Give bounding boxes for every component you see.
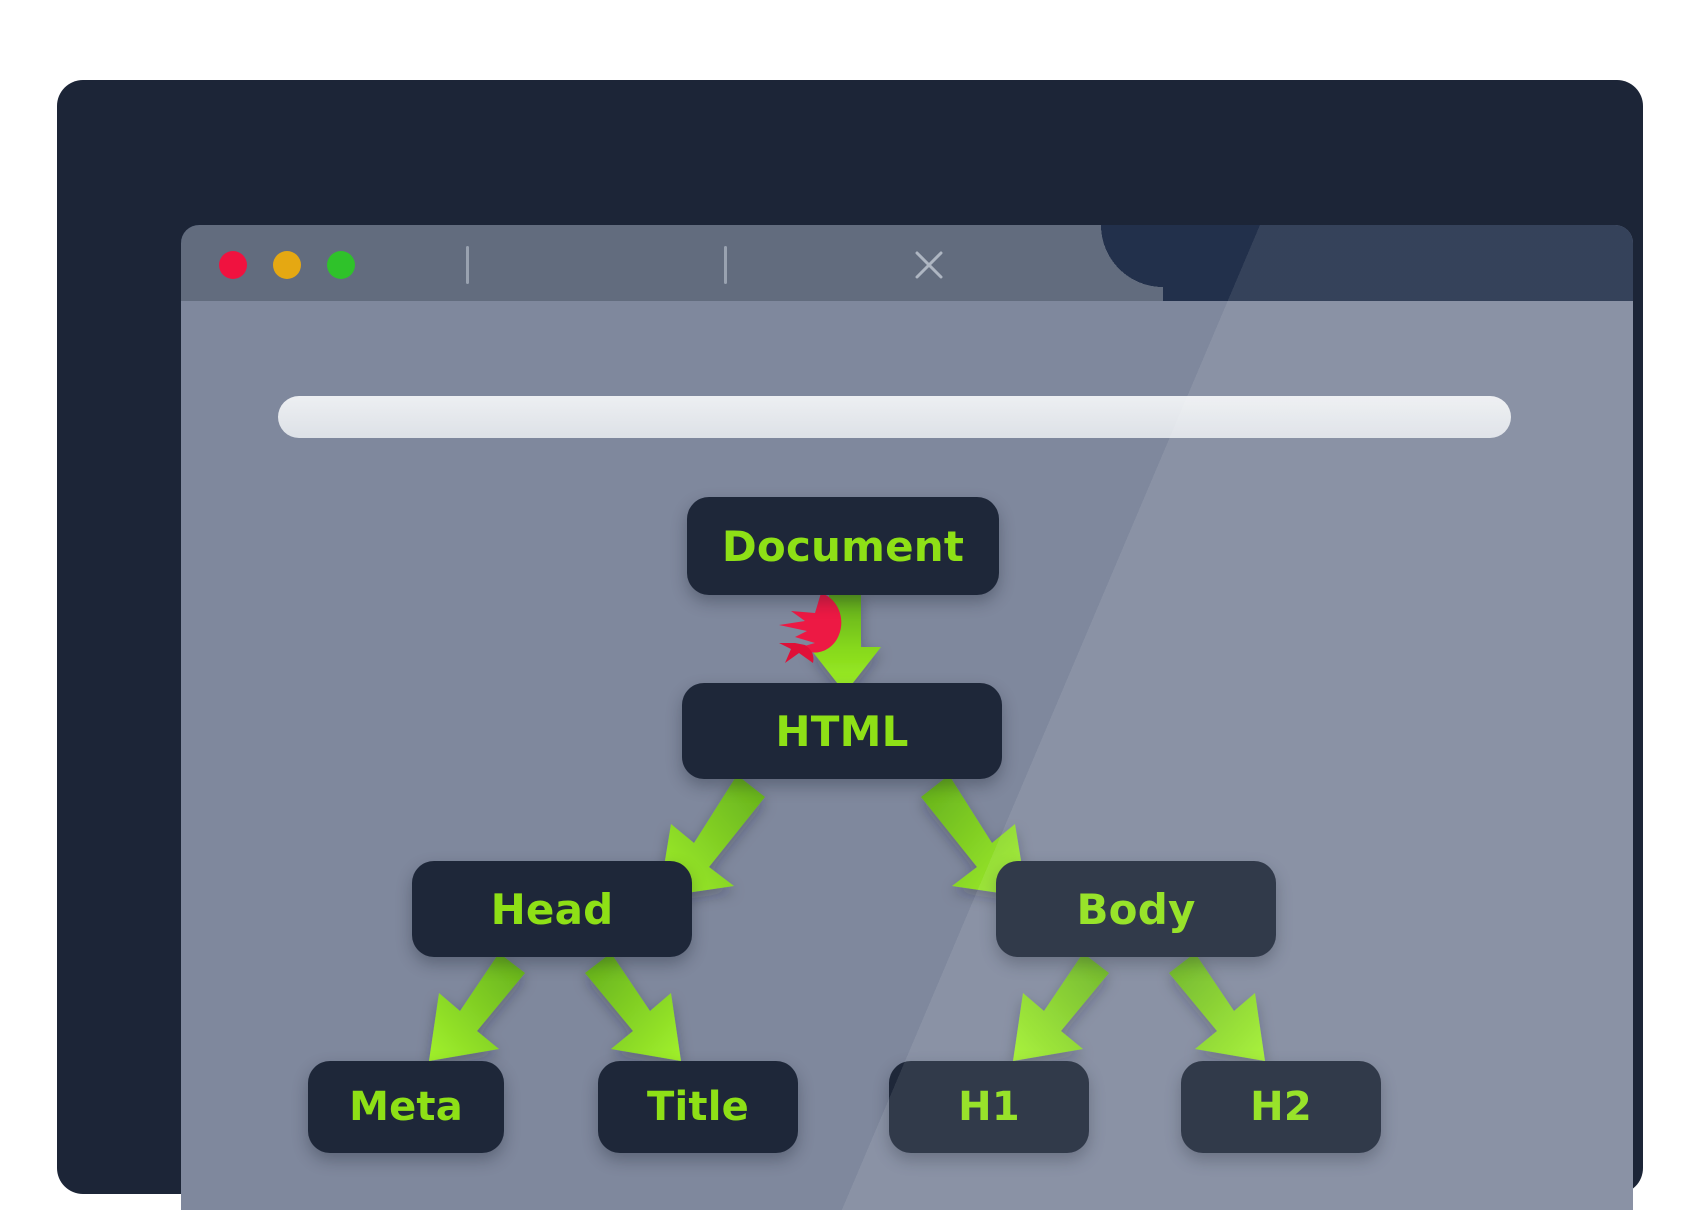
browser-tab-strip[interactable]	[181, 225, 1163, 301]
edge-head-title	[585, 953, 681, 1061]
window-controls[interactable]	[219, 251, 355, 279]
dom-node-h2[interactable]: H2	[1181, 1061, 1381, 1153]
dom-node-meta[interactable]: Meta	[308, 1061, 504, 1153]
dom-node-label: Title	[647, 1084, 749, 1130]
tab-separator-1	[466, 246, 469, 284]
dom-node-title[interactable]: Title	[598, 1061, 798, 1153]
edge-body-h2	[1169, 953, 1265, 1061]
dom-node-html[interactable]: HTML	[682, 683, 1002, 779]
red-cursor-marker-icon	[779, 593, 842, 663]
device-frame: Document HTML Head Body Meta T	[57, 80, 1643, 1210]
dom-node-label: Document	[721, 521, 965, 571]
dom-tree-diagram: Document HTML Head Body Meta T	[181, 301, 1633, 1210]
close-tab-icon[interactable]	[911, 247, 947, 283]
dom-node-label: H2	[1250, 1084, 1312, 1130]
dom-node-document[interactable]: Document	[687, 497, 999, 595]
edge-head-meta	[429, 953, 525, 1061]
dom-node-head[interactable]: Head	[412, 861, 692, 957]
minimize-window-button[interactable]	[273, 251, 301, 279]
dom-node-label: Body	[1076, 884, 1196, 934]
dom-node-label: Head	[490, 884, 614, 934]
address-bar-input[interactable]	[278, 396, 1511, 438]
dom-node-h1[interactable]: H1	[889, 1061, 1089, 1153]
maximize-window-button[interactable]	[327, 251, 355, 279]
edge-body-h1	[1013, 953, 1109, 1061]
dom-node-label: H1	[958, 1084, 1020, 1130]
dom-node-body[interactable]: Body	[996, 861, 1276, 957]
tab-separator-2	[724, 246, 727, 284]
browser-viewport: Document HTML Head Body Meta T	[181, 301, 1633, 1210]
browser-window: Document HTML Head Body Meta T	[181, 225, 1633, 1210]
dom-node-label: HTML	[775, 706, 909, 756]
dom-node-label: Meta	[349, 1084, 463, 1130]
close-window-button[interactable]	[219, 251, 247, 279]
